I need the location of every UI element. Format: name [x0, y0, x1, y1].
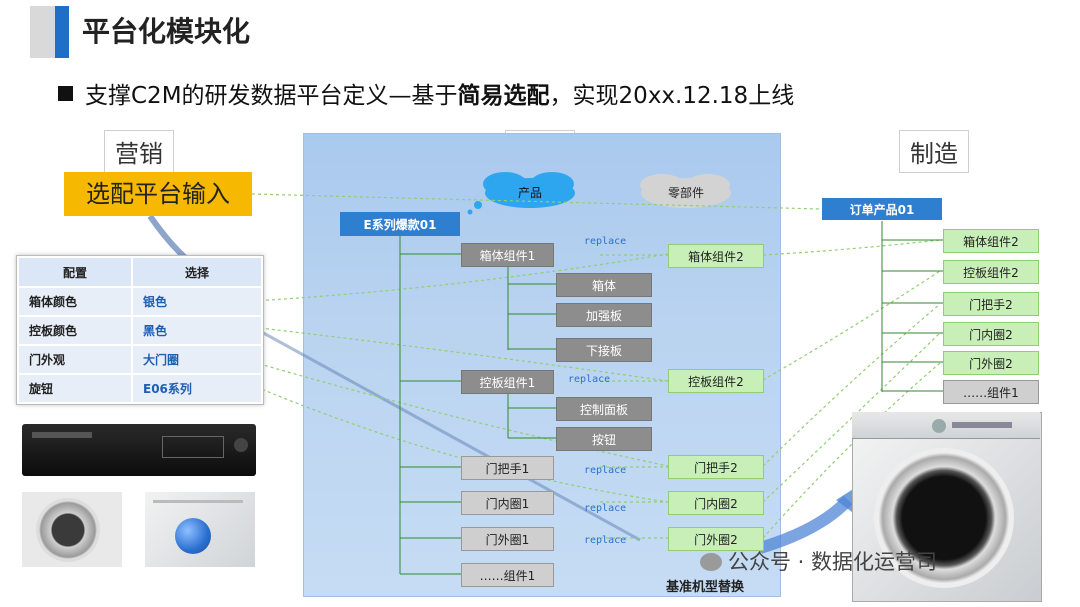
subtitle-prefix: 支撑C2M的研发数据平台定义—基于	[85, 83, 458, 109]
config-table: 配置 选择 箱体颜色 银色 控板颜色 黑色 门外观 大门圈 旋钮 E06系列	[17, 256, 263, 404]
table-row: 控板颜色 黑色	[17, 315, 263, 346]
rd-group-inner-ring: 门内圈1	[461, 491, 554, 515]
replace-label: replace	[584, 535, 627, 546]
rd-replacement-box: 箱体组件2	[668, 244, 764, 268]
subtitle-suffix: ，实现20xx.12.18上线	[549, 83, 795, 109]
rd-replacement-panel: 控板组件2	[668, 369, 764, 393]
rd-sub-control-panel: 控制面板	[556, 397, 652, 421]
cloud-product-shape	[467, 172, 575, 215]
table-cell-value: 大门圈	[131, 344, 263, 375]
table-cell-value: 黑色	[131, 315, 263, 346]
config-platform-input-label: 选配平台输入	[64, 172, 252, 216]
rd-sub-buttons: 按钮	[556, 427, 652, 451]
knob-image	[145, 492, 255, 567]
cloud-parts-label: 零部件	[667, 186, 704, 200]
mfg-item: 门外圈2	[943, 351, 1039, 375]
table-cell-value: 银色	[131, 286, 263, 317]
replace-label: replace	[568, 374, 611, 385]
rd-replacement-outer-ring: 门外圈2	[668, 527, 764, 551]
watermark: 公众号 · 数据化运营司	[700, 546, 937, 576]
watermark-text: 公众号 · 数据化运营司	[728, 550, 938, 574]
rd-group-box: 箱体组件1	[461, 243, 554, 267]
rd-sub-lower-plate: 下接板	[556, 338, 652, 362]
table-cell-key: 门外观	[17, 344, 133, 375]
table-cell-key: 旋钮	[17, 373, 133, 404]
rd-replacement-inner-ring: 门内圈2	[668, 491, 764, 515]
rd-sub-box: 箱体	[556, 273, 652, 297]
rd-root-node: E系列爆款01	[340, 212, 460, 236]
replace-label: replace	[584, 503, 627, 514]
table-header-choice: 选择	[131, 256, 263, 288]
config-table-card: 配置 选择 箱体颜色 银色 控板颜色 黑色 门外观 大门圈 旋钮 E06系列	[16, 255, 264, 405]
washing-machine-image	[852, 412, 1042, 602]
rd-tree-lines	[399, 221, 943, 575]
table-cell-value: E06系列	[131, 373, 263, 404]
rd-replacement-handle: 门把手2	[668, 455, 764, 479]
table-cell-key: 箱体颜色	[17, 286, 133, 317]
replace-label: replace	[584, 465, 627, 476]
rd-footer-label: 基准机型替换	[666, 580, 745, 595]
dotted-connectors	[235, 193, 941, 539]
table-header-row: 配置 选择	[17, 256, 263, 288]
mfg-item: 箱体组件2	[943, 229, 1039, 253]
rd-group-outer-ring: 门外圈1	[461, 527, 554, 551]
table-row: 门外观 大门圈	[17, 344, 263, 375]
mfg-item: 门内圈2	[943, 322, 1039, 346]
bullet-square-icon	[58, 86, 73, 101]
rd-panel	[303, 133, 781, 597]
section-manufacturing: 制造	[899, 130, 969, 173]
title-accent	[55, 6, 69, 58]
subtitle-bold: 简易选配	[457, 83, 550, 109]
rd-sub-reinforcement: 加强板	[556, 303, 652, 327]
mfg-item: 控板组件2	[943, 260, 1039, 284]
replace-label: replace	[584, 236, 627, 247]
section-marketing: 营销	[104, 130, 174, 173]
wechat-icon	[700, 553, 722, 571]
page-title: 平台化模块化	[82, 15, 251, 48]
table-row: 旋钮 E06系列	[17, 373, 263, 404]
subtitle: 支撑C2M的研发数据平台定义—基于简易选配，实现20xx.12.18上线	[58, 76, 794, 110]
mfg-item: ……组件1	[943, 380, 1039, 404]
table-cell-key: 控板颜色	[17, 315, 133, 346]
control-panel-image	[22, 424, 256, 476]
diagonal-connector	[257, 328, 641, 542]
cloud-parts-shape	[640, 174, 731, 208]
rd-group-other: ……组件1	[461, 563, 554, 587]
mfg-item: 门把手2	[943, 292, 1039, 316]
cloud-product-label: 产品	[517, 186, 542, 200]
door-ring-image	[22, 492, 122, 567]
mfg-order-node: 订单产品01	[822, 198, 942, 220]
arrow-to-machine	[758, 495, 853, 554]
table-header-config: 配置	[17, 256, 133, 288]
rd-group-handle: 门把手1	[461, 456, 554, 480]
rd-group-panel: 控板组件1	[461, 370, 554, 394]
table-row: 箱体颜色 银色	[17, 286, 263, 317]
